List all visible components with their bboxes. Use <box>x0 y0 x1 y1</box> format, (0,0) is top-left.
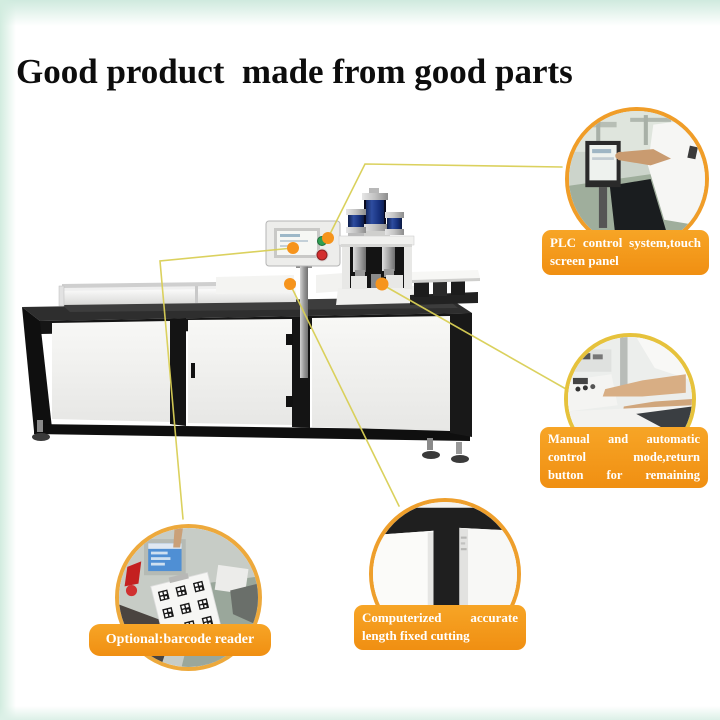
plc-feature-label: PLC control system,touch screen panel <box>542 230 709 275</box>
connector-line-plc <box>327 163 563 239</box>
manual-feature-label: Manual and automatic control mode,return… <box>540 427 708 489</box>
operator-finger <box>173 528 183 548</box>
label-line: PLC control system,touch <box>550 235 701 250</box>
machine-cabinet <box>22 297 472 463</box>
label-line: length fixed cutting <box>362 628 470 644</box>
plc-scene-image <box>569 111 705 247</box>
connector-lines <box>159 163 567 520</box>
cutting-head <box>336 188 418 305</box>
scanner-device <box>214 564 249 594</box>
emergency-button <box>124 561 142 587</box>
connector-line-barcode <box>159 247 294 520</box>
plc-callout-photo <box>565 107 709 251</box>
label-line: button for remaining <box>548 467 700 482</box>
pneumatic-cylinder-right <box>385 212 404 235</box>
connector-dot-screen <box>287 242 299 254</box>
output-rail <box>410 270 480 305</box>
label-line: Computerized accurate <box>362 610 518 625</box>
connector-dots <box>284 232 389 291</box>
label-line: screen panel <box>550 253 619 269</box>
label-line: Optional:barcode reader <box>105 632 255 647</box>
pneumatic-cylinder-left <box>346 209 366 236</box>
control-panel <box>265 220 341 378</box>
emergency-stop-button <box>316 249 328 261</box>
cutting-blade-gap <box>373 507 517 641</box>
connector-dot-head <box>375 277 389 291</box>
operator-arm <box>617 149 671 166</box>
operator-arm <box>602 374 686 397</box>
page-title: Good product made from good parts <box>16 52 573 91</box>
connector-line-manual <box>382 284 567 390</box>
connector-dot-panel <box>322 232 334 244</box>
connector-dot-tray <box>284 278 296 290</box>
cutting-feature-label: Computerized accurate length fixed cutti… <box>354 605 526 650</box>
label-line: control mode,return <box>548 449 700 464</box>
connector-line-cutting <box>289 283 400 507</box>
adjustable-feet <box>32 420 469 463</box>
label-line: Manual and automatic <box>548 432 700 446</box>
operator-shirt <box>647 117 705 227</box>
barcode-feature-label: Optional:barcode reader <box>89 624 271 656</box>
feed-tray <box>58 273 344 307</box>
